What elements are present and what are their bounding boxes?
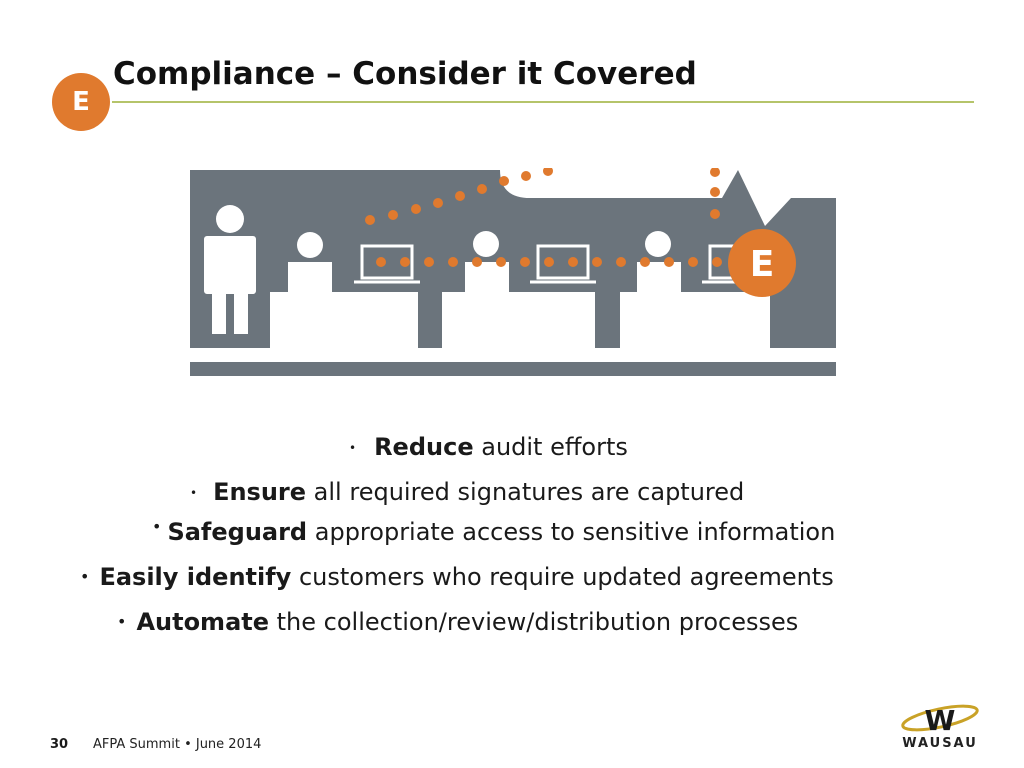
laptop-icon xyxy=(354,244,420,284)
section-badge: E xyxy=(52,73,110,131)
bullet-glyph: • xyxy=(349,441,357,455)
bullet-bold: Automate xyxy=(136,608,270,636)
wausau-logo-icon: W xyxy=(901,704,979,737)
wausau-logo: W WAUSAU xyxy=(898,698,982,754)
bullet-glyph: • xyxy=(80,567,90,586)
logo-wordmark: WAUSAU xyxy=(902,736,978,751)
flow-dots-vertical xyxy=(710,168,720,219)
page-number: 30 xyxy=(50,737,69,752)
footer-text: AFPA Summit • June 2014 xyxy=(93,737,262,752)
bullet-text: all required signatures are captured xyxy=(306,478,745,506)
seated-person-icon xyxy=(288,232,332,294)
flow-dots-upper xyxy=(365,168,553,225)
bullet-text: customers who require updated agreements xyxy=(291,563,834,591)
bullet-reduce: • Reduce audit efforts xyxy=(349,433,628,461)
bullet-bold: Safeguard xyxy=(167,518,308,546)
bullet-bold: Ensure xyxy=(213,478,307,506)
bullet-identify: • Easily identify customers who require u… xyxy=(80,563,834,591)
bullet-glyph: • xyxy=(190,486,198,500)
illustration-e-badge xyxy=(728,229,796,297)
office-illustration: E xyxy=(190,168,836,376)
bullet-text: appropriate access to sensitive informat… xyxy=(307,518,836,546)
standing-person-icon xyxy=(204,205,256,334)
slide-title: Compliance – Consider it Covered xyxy=(113,56,697,92)
bullet-safeguard: • Safeguard appropriate access to sensiti… xyxy=(152,517,835,546)
bullet-glyph: • xyxy=(152,517,162,536)
bullet-bold: Easily identify xyxy=(99,563,292,591)
bullet-ensure: • Ensure all required signatures are capt… xyxy=(190,478,744,506)
seated-person-icon xyxy=(637,231,681,294)
bullet-text: the collection/review/distribution proce… xyxy=(269,608,799,636)
bullet-bold: Reduce xyxy=(374,433,474,461)
desk-row xyxy=(270,292,770,348)
svg-text:W: W xyxy=(925,704,956,736)
section-badge-letter: E xyxy=(72,87,90,117)
laptop-icon xyxy=(530,244,596,284)
bullet-automate: • Automate the collection/review/distribu… xyxy=(117,608,798,636)
title-divider xyxy=(112,101,974,103)
floor-gap xyxy=(190,348,836,362)
seated-person-icon xyxy=(465,231,509,294)
bullet-text: audit efforts xyxy=(473,433,628,461)
bullet-glyph: • xyxy=(117,612,127,631)
flow-dots-horizontal xyxy=(376,257,722,267)
illustration-e-letter: E xyxy=(750,244,775,285)
